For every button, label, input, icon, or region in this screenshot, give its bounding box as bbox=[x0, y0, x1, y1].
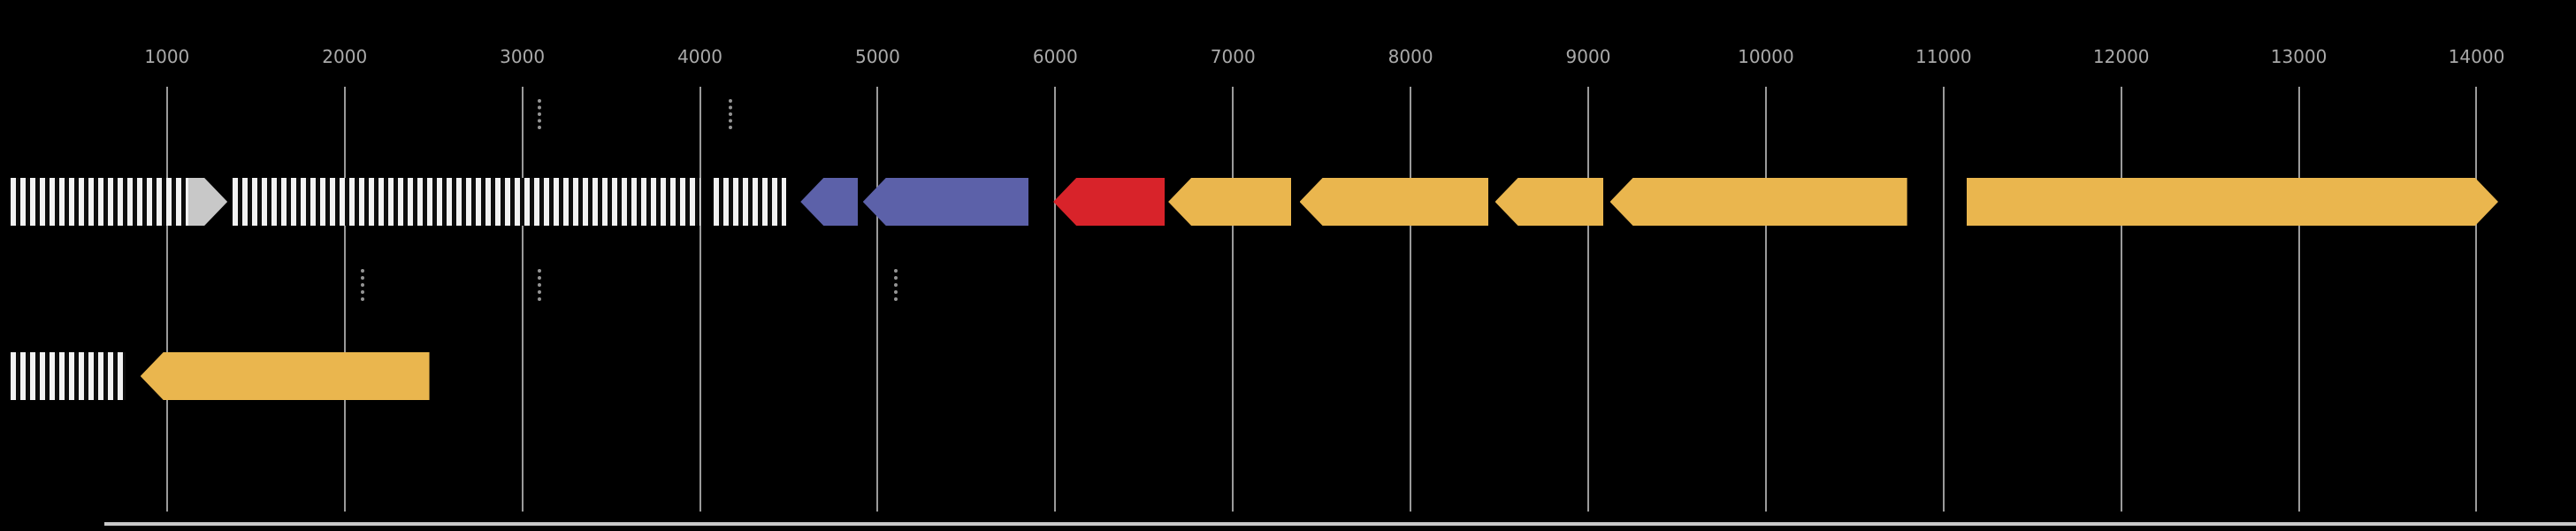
dotted-tick-mark bbox=[893, 269, 898, 301]
dotted-tick-mark bbox=[537, 99, 541, 129]
gene-arrow-gold bbox=[1967, 178, 2498, 226]
dotted-tick-mark bbox=[360, 269, 364, 301]
axis-tick-label: 11000 bbox=[1915, 46, 1972, 67]
axis-tick-label: 8000 bbox=[1387, 46, 1433, 67]
axis-gridline bbox=[699, 87, 701, 512]
axis-baseline bbox=[104, 522, 2576, 526]
axis-gridline bbox=[165, 87, 168, 512]
axis-tick-label: 3000 bbox=[500, 46, 546, 67]
axis-gridline bbox=[2297, 87, 2300, 512]
axis-gridline bbox=[2120, 87, 2122, 512]
gene-arrow-red bbox=[1053, 178, 1166, 226]
gene-arrow-gold bbox=[140, 352, 430, 400]
axis-tick-label: 2000 bbox=[322, 46, 368, 67]
axis-tick-label: 6000 bbox=[1032, 46, 1078, 67]
axis-tick-label: 10000 bbox=[1738, 46, 1794, 67]
axis-gridline bbox=[343, 87, 346, 512]
axis-tick-label: 14000 bbox=[2448, 46, 2505, 67]
axis-gridline bbox=[521, 87, 524, 512]
axis-gridline bbox=[1232, 87, 1234, 512]
axis-gridline bbox=[1587, 87, 1589, 512]
gene-arrow-gold bbox=[1299, 178, 1489, 226]
axis-tick-label: 13000 bbox=[2270, 46, 2328, 67]
gene-arrow-gold bbox=[1494, 178, 1604, 226]
gene-arrow-gold bbox=[1168, 178, 1292, 226]
hatched-gene-feature bbox=[232, 178, 700, 226]
axis-gridline bbox=[2475, 87, 2478, 512]
hatched-gene-feature bbox=[11, 178, 188, 226]
axis-tick-label: 1000 bbox=[144, 46, 190, 67]
axis-tick-label: 5000 bbox=[854, 46, 900, 67]
gene-arrow-gold bbox=[1609, 178, 1907, 226]
axis-tick-label: 7000 bbox=[1210, 46, 1256, 67]
dotted-tick-mark bbox=[728, 99, 732, 129]
axis-gridline bbox=[1410, 87, 1412, 512]
hatched-gene-feature bbox=[713, 178, 786, 226]
axis-gridline bbox=[876, 87, 879, 512]
axis-gridline bbox=[1942, 87, 1945, 512]
axis-tick-label: 4000 bbox=[677, 46, 722, 67]
axis-gridline bbox=[1054, 87, 1057, 512]
dotted-tick-mark bbox=[537, 269, 541, 301]
gene-arrow-gray bbox=[188, 178, 228, 226]
axis-tick-label: 9000 bbox=[1565, 46, 1611, 67]
gene-arrow-blue bbox=[862, 178, 1029, 226]
axis-tick-label: 12000 bbox=[2092, 46, 2150, 67]
axis-gridline bbox=[1764, 87, 1767, 512]
hatched-gene-feature bbox=[11, 352, 126, 400]
gene-arrow-blue bbox=[800, 178, 859, 226]
